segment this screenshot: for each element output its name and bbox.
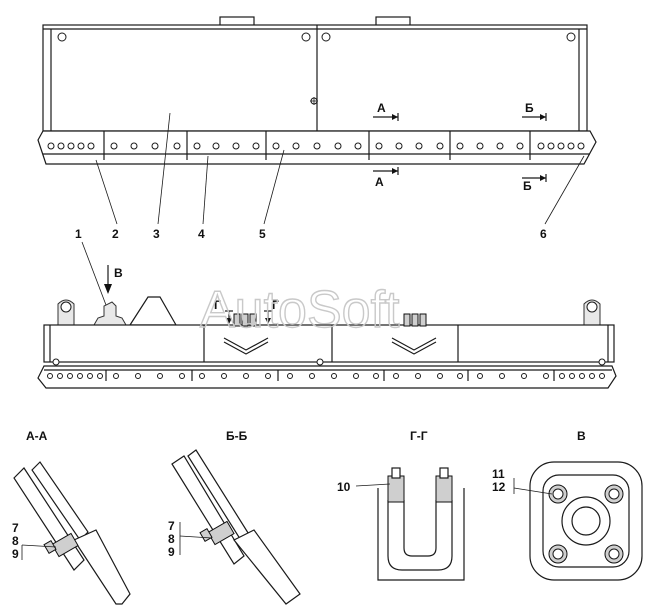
view-mark-v: В bbox=[114, 266, 123, 280]
callout-8-a: 8 bbox=[12, 534, 19, 548]
view-title-b-b: Б-Б bbox=[226, 429, 248, 443]
callout-1: 1 bbox=[75, 227, 82, 241]
callout-10: 10 bbox=[337, 480, 351, 494]
callout-7-a: 7 bbox=[12, 521, 19, 535]
cutting-edge-bolt-holes bbox=[47, 142, 585, 150]
callout-9-b: 9 bbox=[168, 545, 175, 559]
view-title-v: В bbox=[577, 429, 586, 443]
callout-2: 2 bbox=[112, 227, 119, 241]
callout-11: 11 bbox=[492, 467, 505, 481]
view-title-a-a: А-А bbox=[26, 429, 48, 443]
callout-3: 3 bbox=[153, 227, 160, 241]
watermark-text: AutoSoft bbox=[200, 281, 400, 339]
callout-8-b: 8 bbox=[168, 532, 175, 546]
section-mark-a-bottom: А bbox=[375, 175, 384, 189]
section-mark-g-left: Г bbox=[214, 298, 221, 312]
clamp-left bbox=[233, 313, 257, 327]
callout-12: 12 bbox=[492, 480, 506, 494]
callout-6: 6 bbox=[540, 227, 547, 241]
plan-cutting-edge-holes bbox=[47, 373, 605, 379]
view-v: В 11 12 bbox=[492, 429, 643, 581]
clamp-right bbox=[403, 313, 427, 327]
section-arrows-top: А А Б Б bbox=[373, 101, 547, 193]
callout-9-a: 9 bbox=[12, 547, 19, 561]
section-mark-a-top: А bbox=[377, 101, 386, 115]
view-title-g-g: Г-Г bbox=[410, 429, 428, 443]
section-a-a: А-А 7 8 9 bbox=[12, 429, 131, 605]
top-view: А А Б Б 2 3 4 5 6 bbox=[37, 16, 597, 241]
section-mark-b-top: Б bbox=[525, 101, 534, 115]
plan-view: 1 В Г bbox=[37, 227, 617, 389]
section-b-b: Б-Б 7 8 9 bbox=[168, 429, 301, 605]
callout-4: 4 bbox=[198, 227, 205, 241]
callout-5: 5 bbox=[259, 227, 266, 241]
section-g-g: Г-Г 10 bbox=[337, 429, 465, 581]
callout-7-b: 7 bbox=[168, 519, 175, 533]
blade-panel bbox=[42, 24, 588, 132]
section-mark-b-bottom: Б bbox=[523, 179, 532, 193]
section-mark-g-right: Г bbox=[272, 298, 279, 312]
blade-beam bbox=[43, 324, 615, 363]
